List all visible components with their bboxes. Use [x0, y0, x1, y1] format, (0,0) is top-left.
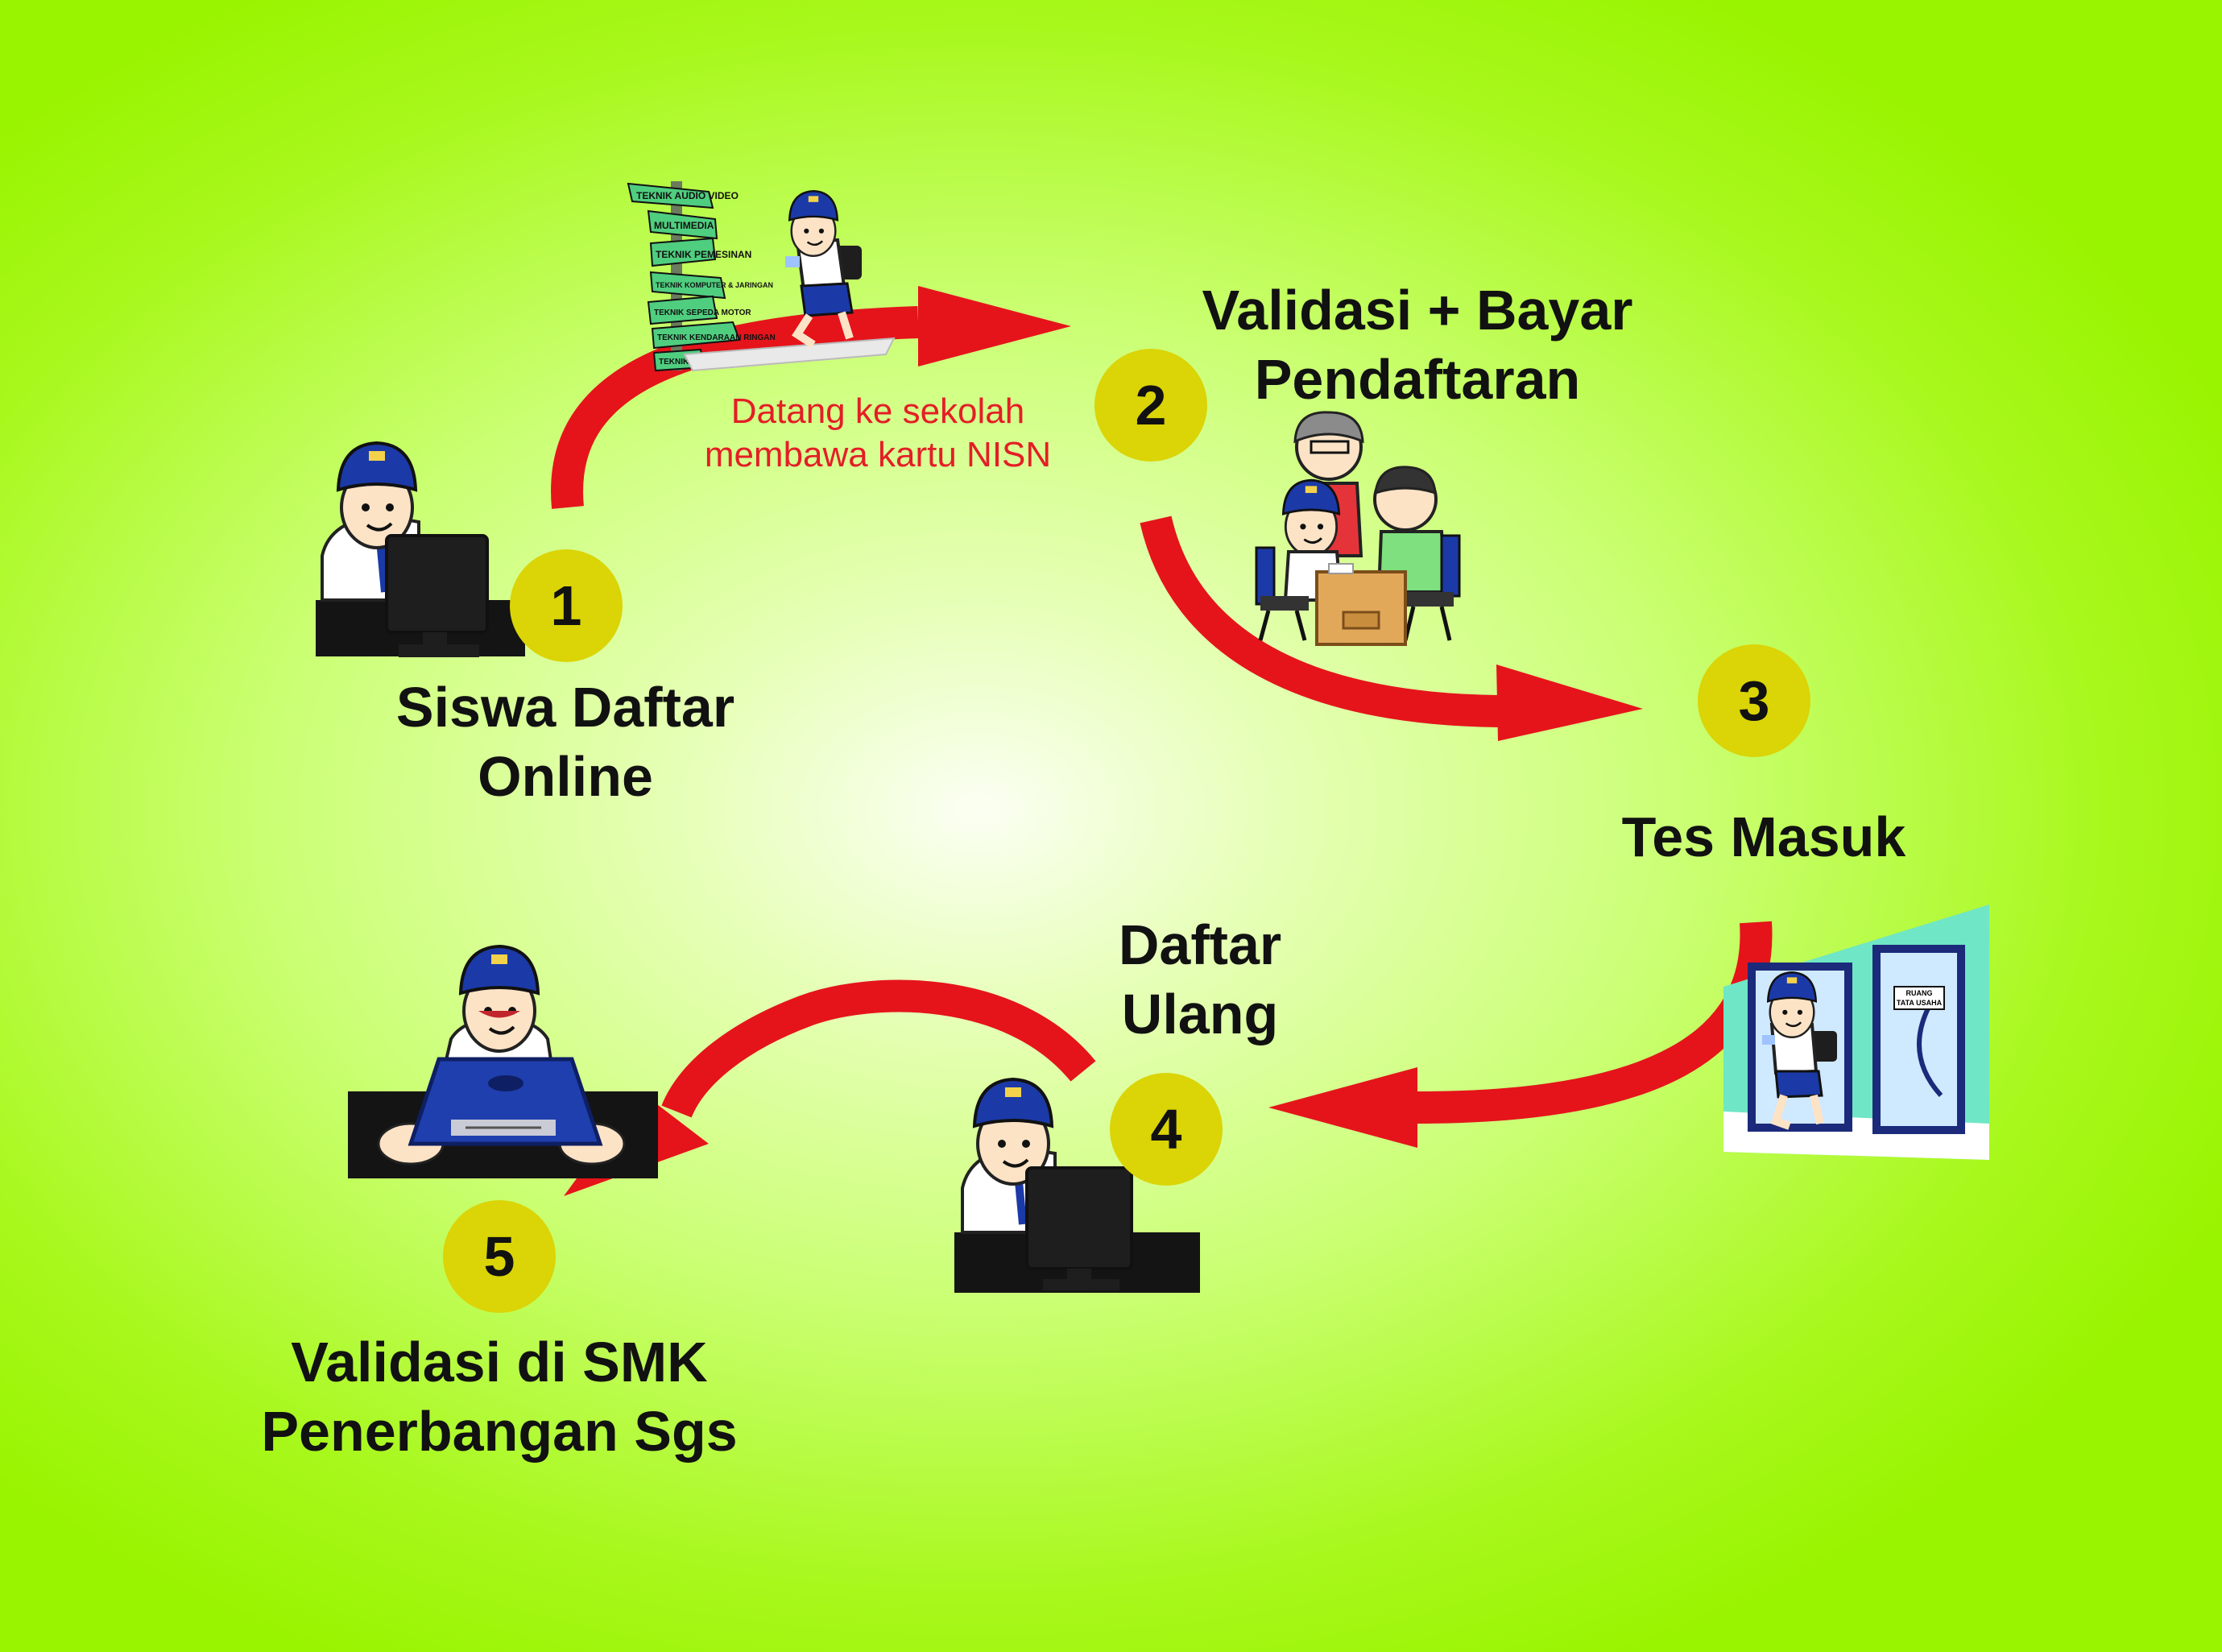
- signpost-label: TEKNIK PEMESINAN: [656, 249, 751, 260]
- step-1-badge: 1: [510, 549, 623, 662]
- step-title-line: Online: [478, 745, 653, 808]
- arrow-note-line: Datang ke sekolah: [730, 391, 1025, 431]
- door-sign-line: RUANG: [1906, 989, 1933, 997]
- step-title-line: Validasi di SMK: [291, 1331, 708, 1393]
- step-5-badge: 5: [443, 1200, 556, 1313]
- step-2-title: Validasi + Bayar Pendaftaran: [1160, 275, 1675, 414]
- step-title-line: Validasi + Bayar: [1202, 279, 1633, 342]
- arrow-note-line: membawa kartu NISN: [704, 435, 1052, 474]
- student-entering-room-icon: RUANG TATA USAHA: [1723, 905, 1989, 1160]
- step-title-line: Tes Masuk: [1621, 805, 1906, 868]
- student-at-computer-icon: [316, 441, 525, 657]
- signpost-icon: TEKNIK AUDIO VIDEO MULTIMEDIA TEKNIK PEM…: [627, 181, 896, 372]
- signpost-label: TEKNIK SEPEDA MOTOR: [654, 308, 751, 317]
- arrow-1-to-2: [551, 286, 1071, 509]
- student-holding-document-icon: [348, 945, 658, 1178]
- step-title-line: Daftar: [1118, 913, 1282, 976]
- step-number: 1: [551, 574, 582, 637]
- step-2-badge: 2: [1094, 349, 1207, 462]
- arrow-note: Datang ke sekolah membawa kartu NISN: [668, 390, 1087, 477]
- student-at-computer-icon: [954, 1078, 1200, 1293]
- step-5-title: Validasi di SMK Penerbangan Sgs: [217, 1327, 781, 1466]
- step-1-title: Siswa Daftar Online: [324, 673, 807, 811]
- step-title-line: Siswa Daftar: [395, 676, 735, 739]
- step-title-line: Penerbangan Sgs: [261, 1400, 738, 1463]
- step-4-badge: 4: [1110, 1073, 1223, 1186]
- signpost-label: TEKNIK AUDIO VIDEO: [636, 190, 739, 201]
- step-number: 3: [1739, 669, 1770, 732]
- registration-desk-icon: [1255, 411, 1461, 646]
- step-number: 5: [484, 1225, 515, 1288]
- door-sign-line: TATA USAHA: [1897, 999, 1943, 1007]
- step-4-title: Daftar Ulang: [1043, 910, 1357, 1049]
- step-title-line: Pendaftaran: [1254, 348, 1581, 411]
- step-3-badge: 3: [1698, 644, 1810, 757]
- arrow-2-to-3: [1140, 515, 1643, 741]
- signpost-label: TEKNIK KOMPUTER & JARINGAN: [656, 281, 773, 289]
- step-number: 2: [1136, 374, 1167, 437]
- signpost-label: MULTIMEDIA: [654, 220, 714, 231]
- signpost-label: TEKNIK KENDARAAN RINGAN: [657, 333, 776, 342]
- step-number: 4: [1151, 1098, 1182, 1161]
- step-3-title: Tes Masuk: [1583, 802, 1945, 872]
- walking-student-icon: [785, 189, 862, 349]
- step-title-line: Ulang: [1121, 983, 1279, 1045]
- signpost-label: TEKNIK: [659, 358, 689, 366]
